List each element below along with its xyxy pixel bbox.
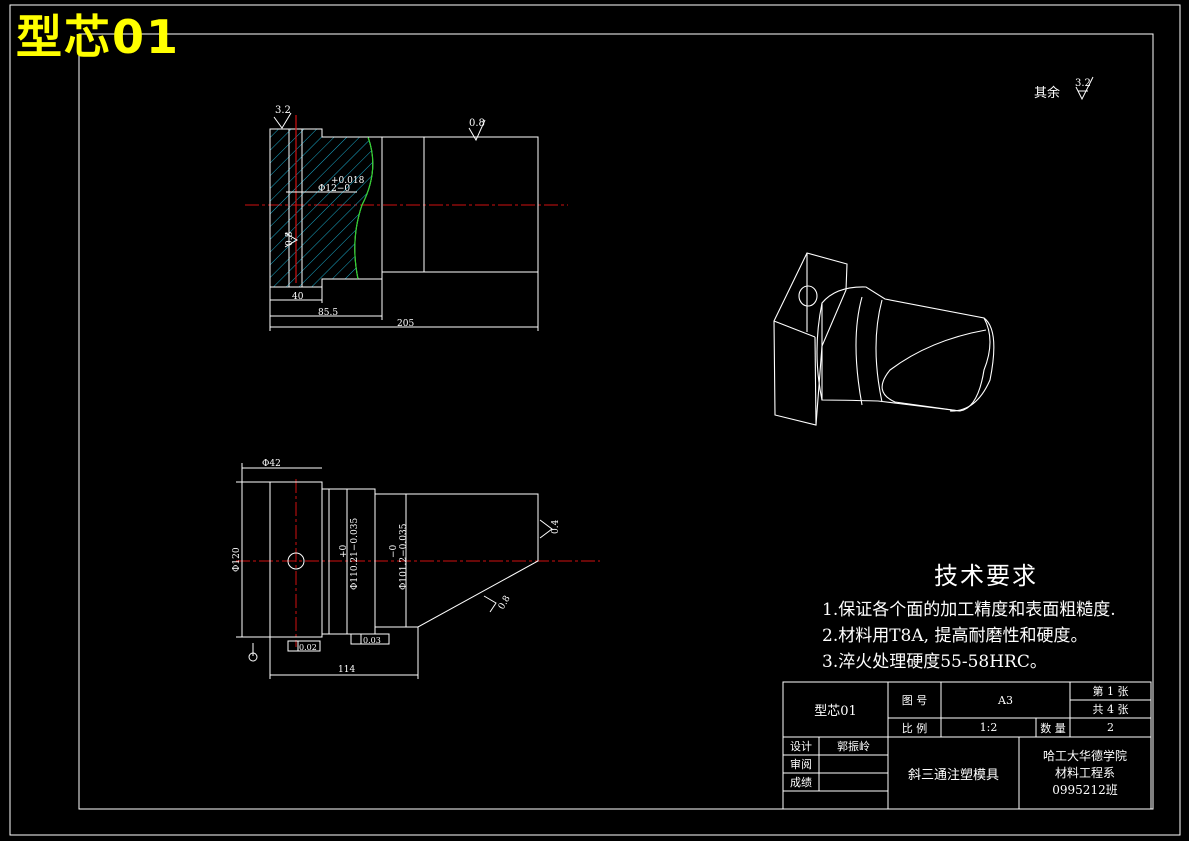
page-title: 型芯01: [16, 10, 181, 64]
tb-qty: 2: [1107, 721, 1114, 734]
dim-phi110: Φ110.21−0.035: [350, 518, 360, 590]
roughness-note-label: 其余: [1034, 85, 1060, 101]
tb-design-label: 设计: [790, 740, 812, 753]
bottom-rough-2: 0.8: [497, 594, 513, 612]
tb-scale: 1:2: [979, 721, 998, 734]
top-rough-1: 3.2: [275, 105, 291, 116]
tb-review-label: 审阅: [790, 758, 812, 771]
outer-border: [9, 4, 1181, 836]
dim-phi101: Φ101.2−0.035: [399, 523, 409, 590]
tb-qty-label: 数 量: [1040, 721, 1066, 735]
tech-item-1: 1.保证各个面的加工精度和表面粗糙度.: [822, 600, 1116, 620]
tol-minus: −0: [389, 544, 399, 558]
tech-item-2: 2.材料用T8A, 提高耐磨性和硬度。: [822, 626, 1088, 646]
tech-requirements-title: 技术要求: [934, 562, 1038, 590]
section-hatch: [269, 128, 374, 288]
tb-drawing-no-label: 图 号: [901, 694, 928, 707]
dim-114: 114: [338, 665, 355, 675]
tb-part-name: 型芯01: [814, 704, 857, 719]
dim-85-5: 85.5: [318, 308, 338, 318]
bottom-rough-1: 0.4: [551, 519, 561, 534]
isometric-view: [773, 252, 995, 426]
hole-dim: Φ12−0: [318, 184, 350, 194]
tb-total: 共 4 张: [1092, 703, 1129, 716]
roughness-note: 其余 3.2: [1034, 76, 1094, 101]
dim-phi42: Φ42: [262, 459, 281, 469]
top-section-view: 3.2 0.8 0.8 +0.018 Φ12−0 40 85.5 205: [245, 105, 568, 331]
dim-40: 40: [292, 292, 304, 302]
tb-sheet: 第 1 张: [1092, 685, 1129, 698]
break-line: [354, 136, 374, 280]
tb-grade-label: 成绩: [790, 776, 812, 789]
tb-project: 斜三通注塑模具: [907, 767, 999, 783]
roughness-note-value: 3.2: [1075, 78, 1091, 89]
top-rough-3: 0.8: [285, 231, 295, 246]
tb-org-line2: 材料工程系: [1054, 765, 1115, 780]
tb-org-line1: 哈工大华德学院: [1042, 748, 1127, 763]
tb-drawing-no: A3: [998, 693, 1013, 707]
top-rough-2: 0.8: [469, 118, 485, 129]
title-block-grid: [782, 681, 1152, 810]
tb-org-line3: 0995212班: [1052, 782, 1118, 797]
hole-tol: +0.018: [331, 176, 365, 186]
inner-border: [78, 33, 1154, 810]
tb-designer: 郭振岭: [837, 740, 870, 753]
tb-organization: 哈工大华德学院 材料工程系 0995212班: [1019, 737, 1151, 809]
dim-205: 205: [397, 319, 414, 329]
tech-requirements: 技术要求 1.保证各个面的加工精度和表面粗糙度. 2.材料用T8A, 提高耐磨性…: [822, 556, 1116, 675]
tol-plus: +0: [339, 544, 349, 558]
geo-tol-2: 0.03: [363, 636, 381, 645]
tech-item-3: 3.淬火处理硬度55-58HRC。: [822, 652, 1047, 672]
tb-scale-label: 比 例: [901, 721, 928, 735]
bottom-view: Φ42 Φ120 Φ110.21−0.035 +0 Φ101.2−0.035 −…: [232, 459, 600, 679]
geo-tol-1: 0.02: [299, 643, 317, 652]
dim-phi120: Φ120: [232, 547, 242, 572]
